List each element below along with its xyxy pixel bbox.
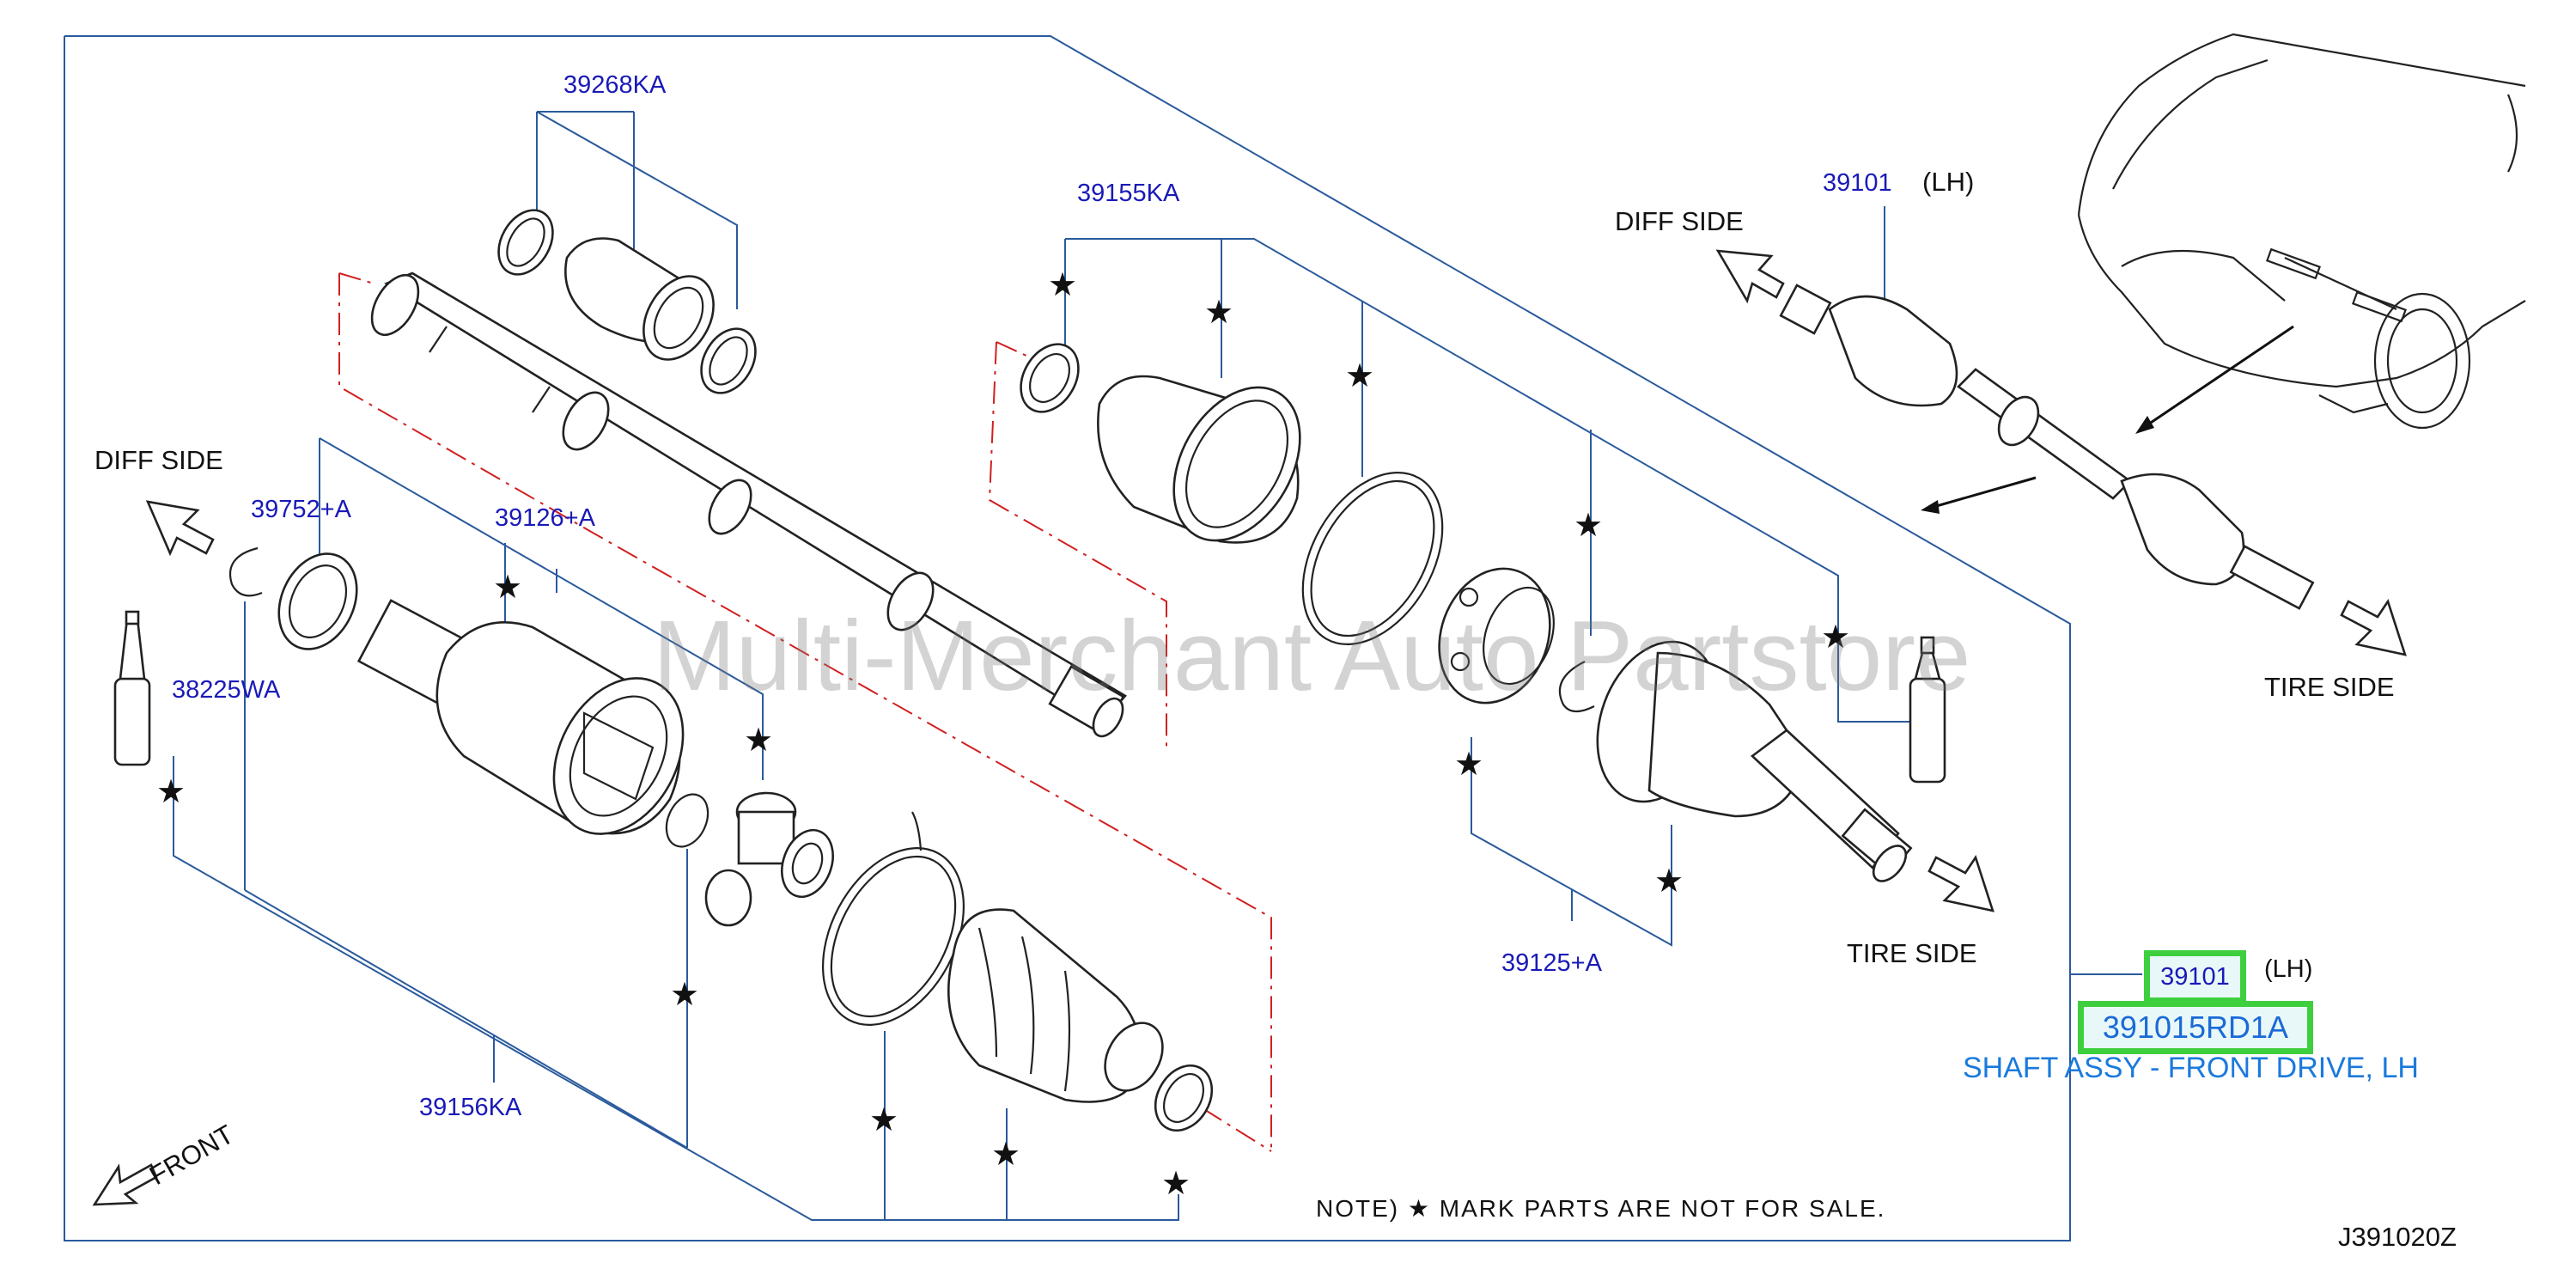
circlip-small [665, 793, 709, 848]
leader-bottom-b [244, 889, 688, 1149]
outer-joint-cage [1438, 567, 1555, 705]
dash-group-boot-top [996, 341, 1038, 362]
star-marker: ★ [670, 977, 699, 1013]
part-description: SHAFT ASSY - FRONT DRIVE, LH [1963, 1052, 2419, 1084]
boot-band-large [821, 811, 965, 1026]
leader-bottom-main [173, 756, 1179, 1221]
direction-arrow [1927, 476, 2037, 510]
circlip-outer [1558, 661, 1595, 713]
highlighted-part-code-text: 391015RD1A [2102, 1010, 2289, 1045]
label-diff-side-top: DIFF SIDE [1615, 206, 1744, 236]
dash-group-shaft [338, 273, 1272, 1151]
outer-boot-band [1301, 472, 1444, 645]
label-39156KA: 39156KA [419, 1094, 522, 1121]
star-marker: ★ [1161, 1166, 1191, 1202]
label-39268KA: 39268KA [563, 71, 667, 99]
label-39126A: 39126+A [495, 504, 596, 532]
sale-note: NOTE) ★ MARK PARTS ARE NOT FOR SALE. [1316, 1195, 1885, 1222]
star-marker: ★ [869, 1102, 898, 1138]
star-marker: ★ [991, 1137, 1020, 1173]
car-illustration [2077, 33, 2526, 430]
diff-side-arrow-top [1715, 249, 1785, 304]
highlighted-part-code[interactable]: 391015RD1A [2078, 1001, 2313, 1054]
boot-band-small-lower [1154, 1064, 1214, 1132]
star-marker: ★ [1654, 863, 1684, 900]
inner-boot [947, 908, 1164, 1103]
star-marker: ★ [1204, 295, 1233, 331]
star-marker: ★ [744, 723, 773, 759]
label-lh-top: (LH) [1922, 167, 1974, 197]
frame-outline [64, 35, 2071, 1241]
star-marker: ★ [493, 570, 522, 606]
assembled-drive-shaft [1779, 284, 2315, 610]
watermark: Multi-Merchant Auto Partstore [653, 600, 1971, 711]
grease-tube-right [1909, 636, 1946, 784]
direction-arrowhead [1921, 500, 1940, 514]
outer-boot [1097, 375, 1301, 544]
label-diff-side-left: DIFF SIDE [94, 445, 223, 475]
star-marker: ★ [1345, 358, 1374, 394]
leader-39752A-b [319, 437, 764, 780]
label-front: FRONT [144, 1119, 239, 1191]
inner-joint-housing [356, 599, 685, 835]
outer-joint-housing [1596, 640, 1913, 882]
label-39155KA: 39155KA [1077, 180, 1180, 207]
label-39752A: 39752+A [251, 496, 352, 523]
dash-group-shaft-bottom [1202, 1107, 1272, 1152]
inner-boot-kit-top [497, 209, 757, 394]
label-39125A: 39125+A [1501, 949, 1603, 977]
label-tire-side-mid: TIRE SIDE [1847, 938, 1977, 968]
car-pointer-arrowhead [2135, 416, 2154, 434]
star-marker: ★ [1821, 619, 1850, 656]
seal-39752A [277, 552, 358, 650]
label-39101-top: 39101 [1823, 169, 1892, 197]
star-marker: ★ [1574, 508, 1603, 544]
grease-tube-left [113, 610, 151, 766]
axle-shaft [370, 271, 1128, 738]
car-pointer-arrow [2140, 325, 2294, 431]
label-38225WA: 38225WA [172, 676, 281, 704]
highlighted-part-number-text: 39101 [2160, 962, 2230, 991]
star-marker: ★ [156, 774, 186, 810]
circlip-39752A [228, 546, 263, 597]
diff-side-arrow-left [145, 500, 215, 557]
star-marker: ★ [1454, 747, 1483, 783]
highlighted-lh-label: (LH) [2264, 955, 2313, 983]
star-marker: ★ [1048, 267, 1077, 303]
tire-side-arrow-mid [1927, 855, 1994, 912]
front-arrow [92, 1163, 158, 1206]
highlighted-part-number[interactable]: 39101 [2144, 950, 2246, 1004]
tripod-joint [704, 791, 834, 927]
tire-side-arrow-top [2340, 599, 2407, 656]
label-tire-side-top: TIRE SIDE [2264, 672, 2395, 702]
outer-boot-small-band [1020, 343, 1080, 413]
diagram-code: J391020Z [2338, 1222, 2457, 1252]
leader-39268KA-b [536, 111, 738, 309]
dash-group-boot [988, 341, 1167, 747]
dash-group-shaft-top [338, 272, 375, 284]
